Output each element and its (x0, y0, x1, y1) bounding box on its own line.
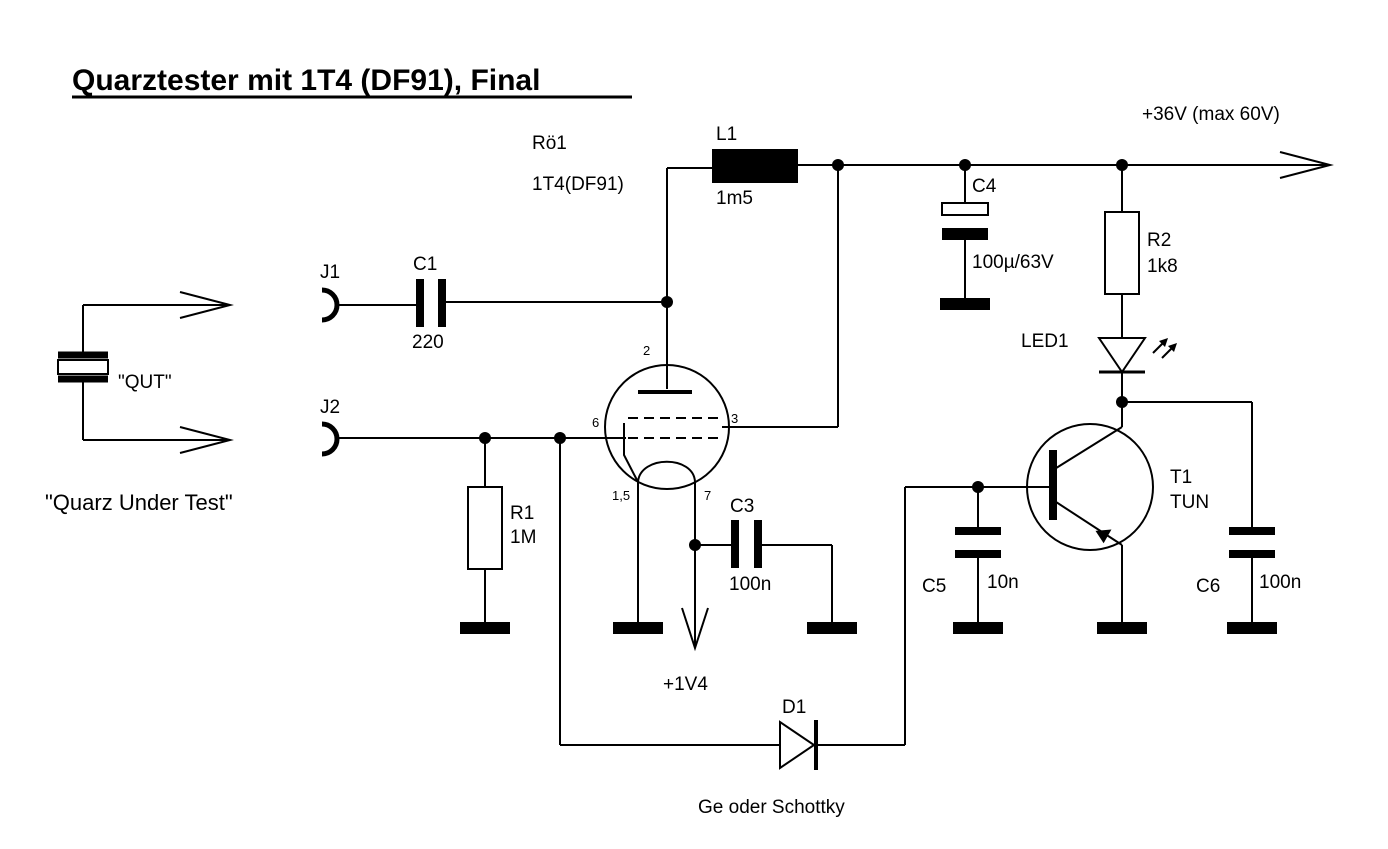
tube-pin-7: 7 (704, 488, 711, 503)
tube-ref: Rö1 (532, 133, 567, 154)
c4-ref: C4 (972, 176, 997, 197)
qut-caption: "Quarz Under Test" (45, 490, 233, 515)
tube-type: 1T4(DF91) (532, 174, 624, 195)
qut-label: "QUT" (118, 372, 172, 393)
c6-value: 100n (1259, 572, 1301, 593)
capacitor-c6 (1227, 402, 1277, 634)
d1-ref: D1 (782, 697, 806, 718)
r2-value: 1k8 (1147, 256, 1178, 277)
diode-d1 (779, 720, 818, 770)
c3-ref: C3 (730, 496, 754, 517)
led-led1 (1097, 337, 1177, 427)
tube-pin-1-5: 1,5 (612, 488, 630, 503)
quartz-symbol (57, 291, 234, 454)
transistor-t1 (1026, 423, 1154, 634)
tube-pin-3: 3 (731, 411, 738, 426)
c4-value: 100µ/63V (972, 252, 1054, 273)
j1-ref: J1 (320, 262, 340, 283)
c1-value: 220 (412, 332, 444, 353)
capacitor-c1 (416, 279, 446, 327)
t1-value: TUN (1170, 492, 1209, 513)
capacitor-c3 (731, 520, 762, 568)
c6-ref: C6 (1196, 576, 1220, 597)
supply-label: +36V (max 60V) (1142, 104, 1280, 125)
c5-value: 10n (987, 572, 1019, 593)
capacitor-c5 (953, 487, 1003, 634)
c1-ref: C1 (413, 254, 437, 275)
r2-ref: R2 (1147, 230, 1171, 251)
capacitor-c4 (940, 165, 990, 310)
jack-j2 (321, 421, 340, 457)
led1-ref: LED1 (1021, 331, 1069, 352)
l1-value: 1m5 (716, 188, 753, 209)
resistor-r2 (1104, 165, 1140, 338)
r1-value: 1M (510, 527, 536, 548)
l1-ref: L1 (716, 124, 737, 145)
tube-pin-6: 6 (592, 415, 599, 430)
r1-ref: R1 (510, 503, 534, 524)
supply-arrow (1279, 151, 1334, 179)
inductor-l1 (712, 149, 798, 183)
tube-pin-2: 2 (643, 343, 650, 358)
resistor-r1 (460, 438, 510, 634)
diagram-title: Quarztester mit 1T4 (DF91), Final (72, 64, 540, 97)
jack-j1 (321, 287, 340, 323)
c5-ref: C5 (922, 576, 946, 597)
t1-ref: T1 (1170, 467, 1192, 488)
c3-value: 100n (729, 574, 771, 595)
tube-rö1 (604, 168, 838, 652)
filament-label: +1V4 (663, 674, 708, 695)
j2-ref: J2 (320, 397, 340, 418)
d1-note: Ge oder Schottky (698, 797, 845, 818)
